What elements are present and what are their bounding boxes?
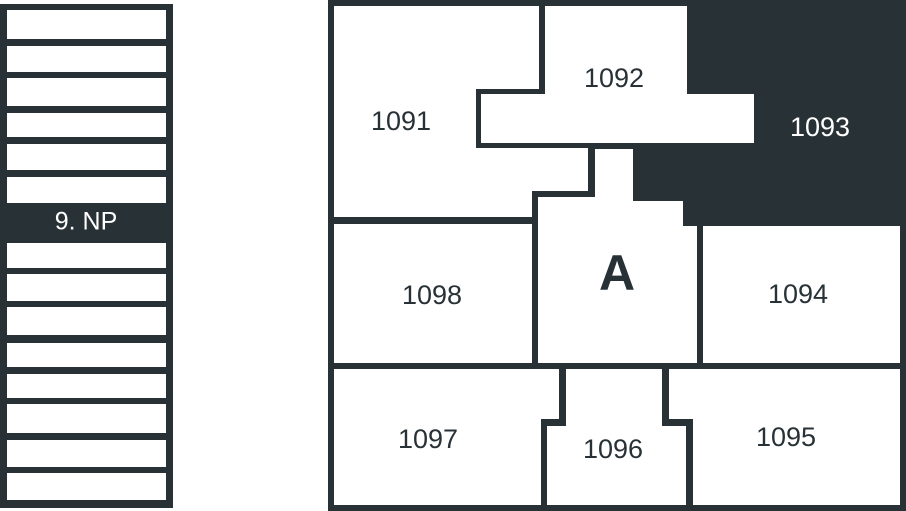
floor-selector: 9. NP	[0, 4, 173, 508]
unit-label-1091: 1091	[371, 106, 431, 136]
floor-row[interactable]	[7, 113, 166, 137]
unit-1093[interactable]	[634, 6, 900, 220]
unit-1092[interactable]	[481, 6, 754, 143]
unit-label-1092: 1092	[584, 63, 644, 93]
floor-row[interactable]	[7, 10, 166, 39]
unit-1095[interactable]	[669, 369, 900, 505]
floor-row[interactable]	[7, 78, 166, 106]
floor-plan: 1091 1092 1093 1094 1095 1096 1097 1098 …	[328, 0, 906, 511]
unit-1091[interactable]	[334, 6, 588, 217]
selected-floor-label[interactable]: 9. NP	[55, 208, 118, 236]
unit-1098[interactable]	[334, 224, 532, 363]
unit-label-1093: 1093	[790, 112, 850, 142]
floor-row[interactable]	[7, 243, 166, 268]
core-label: A	[599, 245, 635, 301]
floor-row[interactable]	[7, 440, 166, 467]
floor-row[interactable]	[7, 274, 166, 301]
floor-row[interactable]	[7, 473, 166, 500]
core-a	[538, 149, 697, 363]
floor-row[interactable]	[7, 404, 166, 433]
unit-label-1096: 1096	[583, 434, 643, 464]
unit-label-1097: 1097	[398, 424, 458, 454]
floor-row[interactable]	[7, 374, 166, 398]
floor-row[interactable]	[7, 343, 166, 367]
unit-1096[interactable]	[547, 369, 686, 505]
unit-1094[interactable]	[703, 226, 900, 363]
unit-1097[interactable]	[334, 369, 559, 505]
floor-row[interactable]	[7, 307, 166, 335]
floor-row[interactable]	[7, 46, 166, 72]
floor-row[interactable]	[7, 177, 166, 203]
unit-label-1094: 1094	[768, 279, 828, 309]
floor-row[interactable]	[7, 144, 166, 170]
unit-label-1095: 1095	[756, 422, 816, 452]
unit-label-1098: 1098	[402, 280, 462, 310]
